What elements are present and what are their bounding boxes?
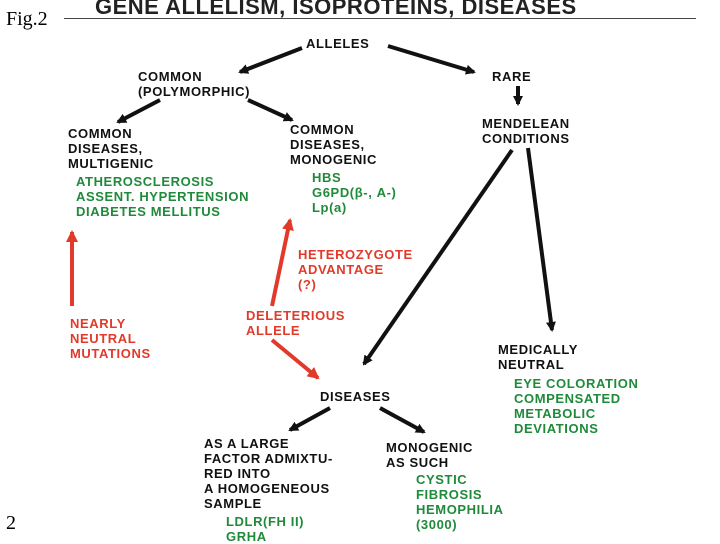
page-number: 2 <box>6 512 16 534</box>
diagram-title: GENE ALLELISM, ISOPROTEINS, DISEASES <box>95 0 577 19</box>
arrow-mendelean-neutral <box>526 147 556 332</box>
node-alleles: ALLELES <box>306 36 370 51</box>
node-rare: RARE <box>492 69 532 84</box>
node-monogenic-such: MONOGENIC AS SUCH <box>386 440 474 470</box>
arrow-diseases-large <box>288 406 331 432</box>
arrow-diseases-monogenic <box>379 406 426 434</box>
node-mendelean: MENDELEAN CONDITIONS <box>482 116 570 146</box>
neutral-examples: EYE COLORATION COMPENSATED METABOLIC DEV… <box>514 376 639 436</box>
node-common-monogenic: COMMON DISEASES, MONOGENIC <box>290 122 378 167</box>
title-rule <box>64 18 696 19</box>
figure-label: Fig.2 <box>6 8 48 30</box>
arrow-common-monogenic <box>247 98 294 122</box>
heterozygote-advantage: HETEROZYGOTE ADVANTAGE (?) <box>298 247 413 292</box>
node-common-polymorphic: COMMON (POLYMORPHIC) <box>138 69 251 99</box>
node-common-multigenic: COMMON DISEASES, MULTIGENIC <box>68 126 154 171</box>
arrow-alleles-rare <box>387 44 476 75</box>
arrow-deleterious-to-monogenic <box>270 218 294 307</box>
arrow-mendelean-diseases <box>362 148 514 366</box>
monogenic-examples-2: CYSTIC FIBROSIS HEMOPHILIA (3000) <box>416 472 504 532</box>
arrow-alleles-common <box>238 46 303 74</box>
node-medically-neutral: MEDICALLY NEUTRAL <box>498 342 579 372</box>
monogenic-examples: HBS G6PD(β-, A-) Lp(a) <box>312 170 397 215</box>
nearly-neutral-mutations: NEARLY NEUTRAL MUTATIONS <box>70 316 151 361</box>
node-large-factor: AS A LARGE FACTOR ADMIXTU- RED INTO A HO… <box>204 436 333 511</box>
deleterious-allele: DELETERIOUS ALLELE <box>246 308 346 338</box>
arrow-deleterious-to-diseases <box>270 338 320 380</box>
multigenic-examples: ATHEROSCLEROSIS ASSENT. HYPERTENSION DIA… <box>76 174 250 219</box>
node-diseases: DISEASES <box>320 389 391 404</box>
arrow-common-multigenic <box>116 98 161 124</box>
